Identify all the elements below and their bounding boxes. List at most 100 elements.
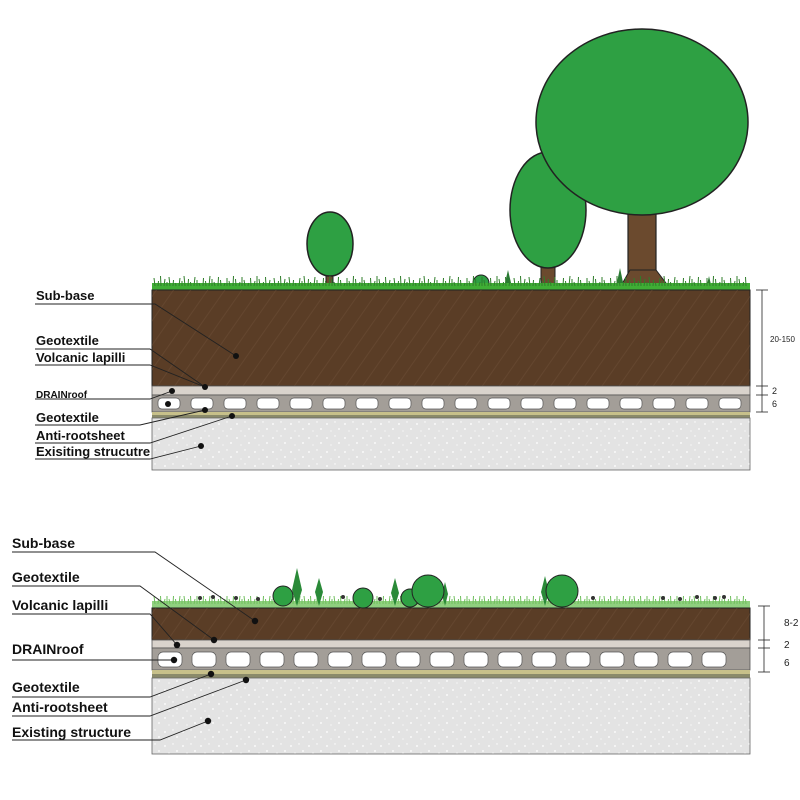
drain-cell: [633, 651, 659, 668]
grass-blade: [528, 598, 531, 605]
grass-blade: [475, 598, 477, 605]
grass-blade: [403, 278, 406, 287]
grass-blade: [583, 598, 586, 605]
grass-blade: [727, 598, 729, 605]
bottom-label-geotextile-1: Geotextile: [12, 569, 80, 585]
grass-blade: [703, 598, 706, 605]
grass-blade: [607, 598, 609, 605]
grass-blade: [253, 280, 256, 287]
grass-blade: [625, 276, 627, 287]
drain-cell: [497, 651, 523, 668]
grass-blade: [727, 282, 729, 287]
flowers: [198, 595, 726, 601]
drain-cell: [421, 397, 445, 410]
drain-cell: [355, 397, 379, 410]
grass-blade: [622, 595, 624, 605]
grass-blade: [243, 595, 246, 605]
drain-cell: [565, 651, 591, 668]
shrub-4: [411, 574, 445, 608]
grass-blade: [568, 275, 571, 287]
grass-blade: [243, 279, 246, 287]
grass-blade: [333, 281, 336, 287]
top-dim-drain: 6: [772, 399, 777, 409]
grass-blade: [478, 281, 481, 287]
grass-blade: [580, 279, 582, 287]
bottom-section: 8-2 2 6 Sub-base Geotextile Volcanic lap…: [12, 535, 799, 755]
grass-blade: [463, 598, 466, 605]
grass-blade: [235, 278, 237, 287]
grass-blade: [667, 598, 669, 605]
grass-blade: [370, 277, 372, 287]
grass-blade: [460, 595, 462, 605]
grass-blade: [640, 275, 642, 287]
grass-blade: [442, 277, 444, 287]
grass-blade: [382, 281, 384, 287]
drain-cell: [289, 397, 313, 410]
grass-blade: [448, 275, 451, 287]
grass-blade: [328, 275, 331, 287]
drain-cell: [293, 651, 319, 668]
grass-blade: [658, 595, 661, 605]
grass-blade: [468, 598, 471, 605]
small-tree-canopy: [306, 211, 354, 277]
grass-blade: [637, 598, 639, 605]
drain-cell: [395, 651, 421, 668]
bottom-anti-root-layer: [152, 674, 750, 678]
grass-blade: [730, 595, 732, 605]
grass-blade: [693, 281, 696, 287]
grass-blade: [598, 595, 601, 605]
grass-blade: [543, 275, 546, 287]
grass-blade: [453, 281, 456, 287]
grass-blade: [682, 277, 684, 287]
grass-blade: [562, 277, 564, 287]
grass-blade: [168, 598, 171, 605]
grass-blade: [613, 598, 616, 605]
grass-blade: [445, 280, 447, 287]
grass-blade: [678, 282, 681, 287]
top-lapilli-layer: [151, 385, 751, 396]
grass-blade: [505, 276, 507, 287]
grass-blade: [250, 277, 252, 287]
grass-blade: [558, 282, 561, 287]
grass-blade: [633, 595, 636, 605]
drain-cell: [191, 651, 217, 668]
grass-blade: [742, 595, 744, 605]
top-dim-lapilli: 2: [772, 386, 777, 396]
bottom-drain-cells: [157, 651, 727, 668]
top-label-existing-structure: Exisiting strucutre: [36, 444, 150, 459]
grass-blade: [517, 280, 519, 287]
grass-blade: [682, 595, 684, 605]
grass-blade: [265, 598, 267, 605]
grass-blade: [438, 282, 441, 287]
grass-blade: [700, 279, 702, 287]
grass-blade: [310, 281, 312, 287]
grass-blade: [643, 598, 646, 605]
grass-blade: [667, 278, 669, 287]
grass-blade: [637, 280, 639, 287]
grass-blade: [523, 278, 526, 287]
fern-2: [315, 578, 323, 606]
grass-blade: [453, 595, 456, 605]
grass-blade: [673, 598, 676, 605]
grass-blade: [340, 595, 342, 605]
grass-blade: [688, 275, 691, 287]
grass-blade: [498, 598, 501, 605]
grass-blade: [703, 282, 706, 287]
grass-blade: [187, 598, 189, 605]
fern-3: [391, 578, 399, 606]
grass-blade: [708, 598, 711, 605]
grass-blade: [513, 595, 516, 605]
grass-blade: [313, 598, 316, 605]
bottom-lapilli-layer: [151, 639, 751, 649]
grass-blade: [363, 279, 366, 287]
grass-blade: [228, 280, 231, 287]
grass-blade: [238, 281, 241, 287]
grass-blade: [295, 282, 297, 287]
drain-cell: [667, 651, 693, 668]
grass-blade: [190, 595, 192, 605]
grass-blade: [423, 275, 426, 287]
grass-blade: [457, 598, 459, 605]
grass-blade: [520, 275, 522, 287]
bottom-dim-drain: 6: [784, 658, 790, 669]
grass-blade: [307, 598, 309, 605]
